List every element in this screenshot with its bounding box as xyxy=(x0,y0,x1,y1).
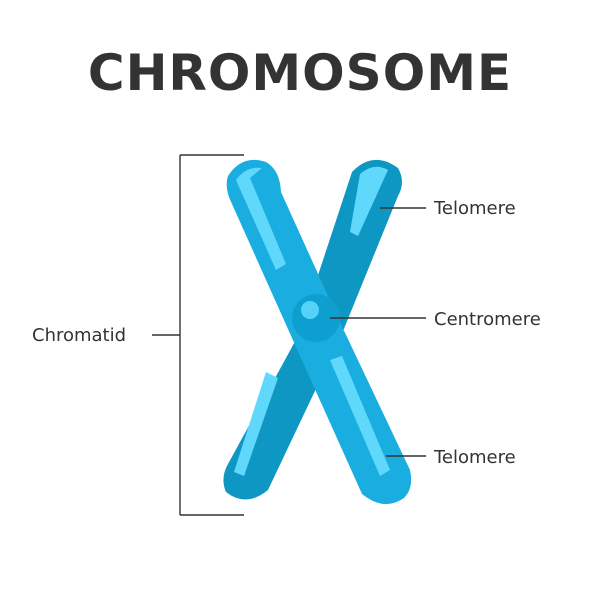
chromosome xyxy=(223,159,412,505)
centromere xyxy=(292,294,340,342)
chromatid-label: Chromatid xyxy=(32,325,126,346)
telomere-top-label: Telomere xyxy=(433,198,516,219)
page-title: CHROMOSOME xyxy=(88,44,512,102)
centromere-inner xyxy=(301,301,319,319)
chromatid-front-highlight-bottom xyxy=(330,356,390,476)
centromere-label: Centromere xyxy=(434,309,541,330)
chromatid-bracket xyxy=(152,154,244,516)
chromatid-front-highlight-top xyxy=(236,167,286,270)
label-leader-lines xyxy=(330,207,426,457)
chromatid-back-highlight-top xyxy=(350,166,388,236)
telomere-bottom-label: Telomere xyxy=(433,447,516,468)
chromatid-back-highlight-bottom xyxy=(234,372,278,476)
